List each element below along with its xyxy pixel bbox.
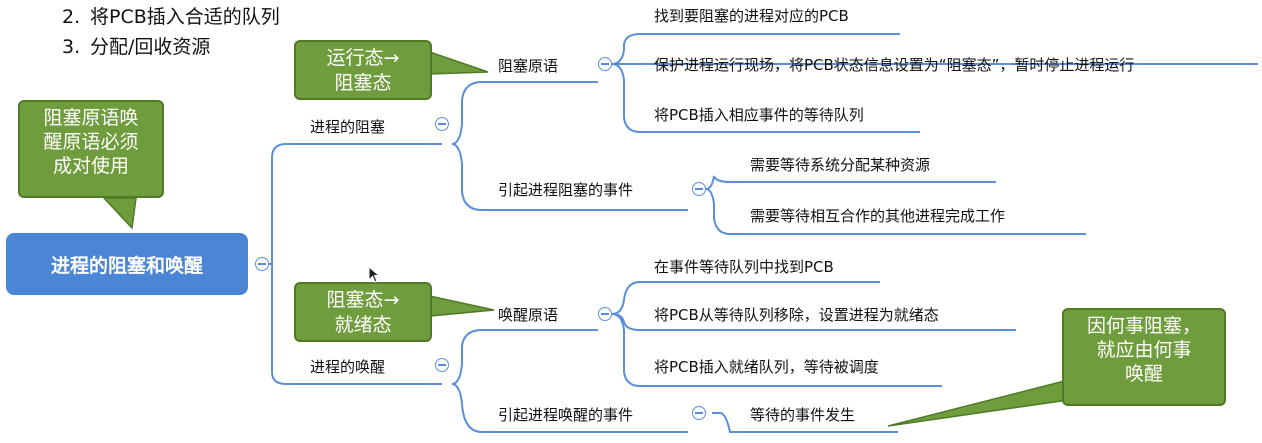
block-step-1[interactable]: 找到要阻塞的进程对应的PCB xyxy=(654,7,849,25)
collapse-toggle-wakeup[interactable] xyxy=(435,358,449,372)
note-line: 醒原语必须 xyxy=(43,131,139,153)
collapse-toggle-wake-primitive[interactable] xyxy=(598,307,612,321)
collapse-toggle-wake-events[interactable] xyxy=(692,406,706,420)
note-line: 成对使用 xyxy=(52,155,129,177)
mouse-cursor-icon xyxy=(368,266,380,283)
node-block-events[interactable]: 引起进程阻塞的事件 xyxy=(498,181,634,199)
note-wake-by-cause: 因何事阻塞， 就应由何事 唤醒 xyxy=(1062,308,1226,406)
note-line: 阻塞态→ xyxy=(326,289,400,311)
block-step-2[interactable]: 保护进程运行现场，将PCB状态信息设置为“阻塞态”，暂时停止进程运行 xyxy=(654,56,1135,74)
node-blocking[interactable]: 进程的阻塞 xyxy=(310,118,386,136)
list-text: 分配/回收资源 xyxy=(90,36,211,58)
block-event-2[interactable]: 需要等待相互合作的其他进程完成工作 xyxy=(750,207,1006,225)
collapse-toggle-block-events[interactable] xyxy=(692,182,706,196)
note-line: 就绪态 xyxy=(334,314,392,336)
block-event-1[interactable]: 需要等待系统分配某种资源 xyxy=(750,156,931,174)
note-line: 阻塞态 xyxy=(334,72,392,94)
list-number: 3. xyxy=(62,36,81,58)
list-number: 2. xyxy=(62,6,81,28)
wake-step-2[interactable]: 将PCB从等待队列移除，设置进程为就绪态 xyxy=(654,306,939,324)
node-wakeup[interactable]: 进程的唤醒 xyxy=(310,358,386,376)
note-line: 因何事阻塞， xyxy=(1086,315,1201,337)
list-text: 将PCB插入合适的队列 xyxy=(90,6,280,28)
note-line: 阻塞原语唤 xyxy=(43,107,139,129)
block-step-3[interactable]: 将PCB插入相应事件的等待队列 xyxy=(654,106,864,124)
header-list-item: 3. 分配/回收资源 xyxy=(62,36,210,58)
wake-step-1[interactable]: 在事件等待队列中找到PCB xyxy=(654,258,834,276)
note-pair-usage: 阻塞原语唤 醒原语必须 成对使用 xyxy=(18,100,164,198)
node-wake-events[interactable]: 引起进程唤醒的事件 xyxy=(498,406,634,424)
wake-step-3[interactable]: 将PCB插入就绪队列，等待被调度 xyxy=(654,358,879,376)
node-wake-primitive[interactable]: 唤醒原语 xyxy=(498,306,559,324)
collapse-toggle-root[interactable] xyxy=(255,257,269,271)
root-node[interactable]: 进程的阻塞和唤醒 xyxy=(6,233,248,295)
note-blocked-to-ready: 阻塞态→ 就绪态 xyxy=(294,282,432,342)
node-block-primitive[interactable]: 阻塞原语 xyxy=(498,57,559,75)
note-line: 就应由何事 xyxy=(1096,339,1192,361)
collapse-toggle-block-primitive[interactable] xyxy=(598,57,612,71)
note-line: 唤醒 xyxy=(1124,363,1163,385)
wake-event-1[interactable]: 等待的事件发生 xyxy=(750,406,856,424)
header-list-item: 2. 将PCB插入合适的队列 xyxy=(62,6,280,28)
note-line: 运行态→ xyxy=(326,47,400,69)
note-running-to-blocked: 运行态→ 阻塞态 xyxy=(294,40,432,100)
collapse-toggle-blocking[interactable] xyxy=(435,117,449,131)
